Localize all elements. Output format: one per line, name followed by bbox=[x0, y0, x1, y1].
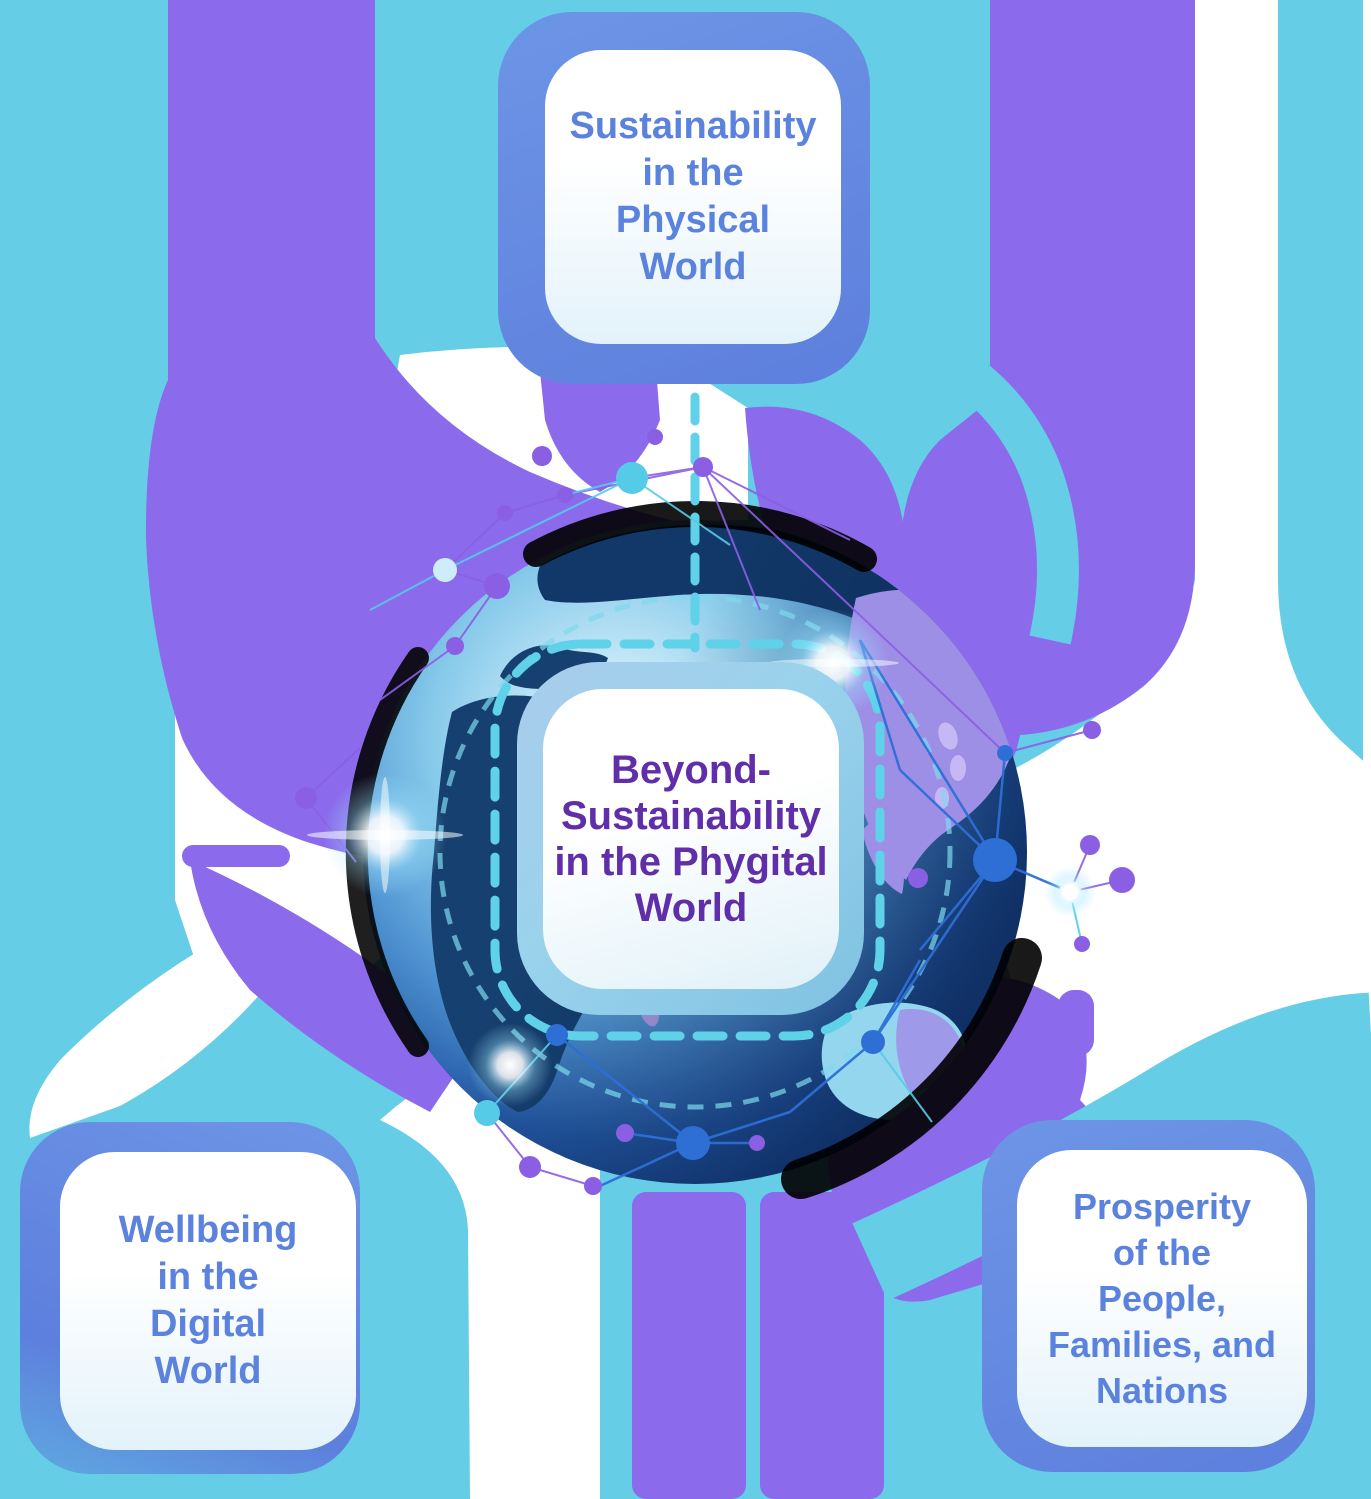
card-text-line: in the bbox=[642, 152, 744, 194]
card-text-line: of the bbox=[1113, 1231, 1211, 1273]
card-text-line: Sustainability bbox=[569, 105, 817, 147]
card-text-line: in the Phygital bbox=[554, 840, 828, 884]
card-label: Sustainability in the Physical World bbox=[545, 50, 841, 344]
card-label: Prosperity of the People, Families, and … bbox=[1017, 1150, 1307, 1447]
card-text-line: Beyond- bbox=[611, 748, 771, 792]
card-text-line: Physical bbox=[615, 199, 771, 241]
card-label: Beyond- Sustainability in the Phygital W… bbox=[543, 689, 839, 989]
card-text-line: Nations bbox=[1095, 1369, 1228, 1411]
card-text-line: World bbox=[634, 886, 748, 930]
card-text-line: World bbox=[154, 1350, 262, 1392]
card-label: Wellbeing in the Digital World bbox=[60, 1152, 356, 1450]
card-text-line: Families, and bbox=[1047, 1323, 1277, 1365]
card-text-line: in the bbox=[157, 1256, 259, 1298]
card-text-line: Digital bbox=[149, 1303, 267, 1345]
card-text-line: Prosperity bbox=[1072, 1185, 1252, 1227]
orbit-dashed-ring bbox=[437, 594, 953, 1110]
card-text-line: Wellbeing bbox=[118, 1209, 298, 1251]
plexus-nodes bbox=[295, 429, 1135, 1195]
plexus-network bbox=[295, 429, 1135, 1195]
dashed-connectors bbox=[490, 392, 885, 1041]
card-text-line: People, bbox=[1097, 1277, 1227, 1319]
lens-flares bbox=[307, 608, 1096, 1107]
card-text-line: World bbox=[639, 246, 747, 288]
card-text-line: Sustainability bbox=[560, 794, 822, 838]
cyan-swooshes bbox=[852, 310, 1371, 1301]
